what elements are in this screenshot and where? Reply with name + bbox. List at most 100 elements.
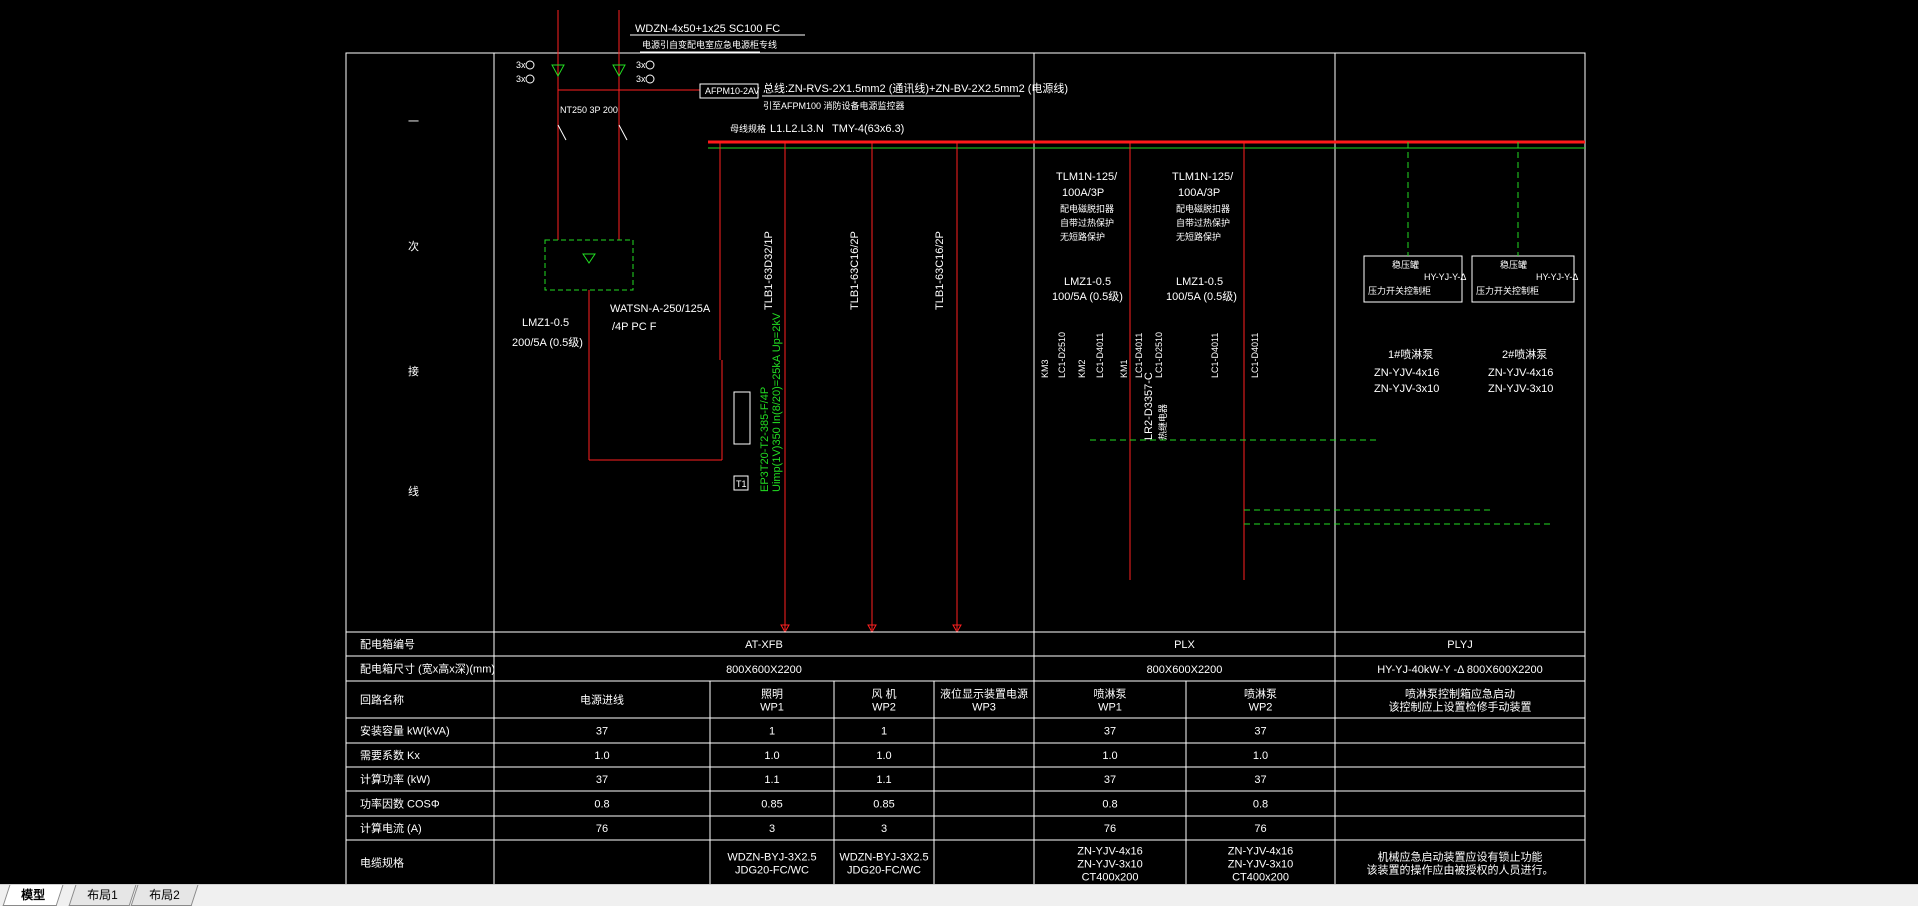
table-cell-cable: WDZN-BYJ-3X2.5 — [727, 852, 816, 864]
table-cell-power: 37 — [596, 774, 608, 786]
mid-lc-b3: LC1-D4011 — [1250, 333, 1260, 378]
box2-title: 稳压罐 — [1500, 259, 1527, 270]
table-row-label: 电缆规格 — [360, 856, 404, 870]
table-cell-current: 76 — [596, 823, 608, 835]
drawing-frame — [345, 52, 1586, 884]
table-row-label: 计算功率 (kW) — [360, 772, 430, 786]
incoming-cable-note: 电源引自变配电室应急电源柜专线 — [642, 39, 777, 50]
table-row-label: 需要系数 Kx — [360, 749, 420, 762]
table-panel-id: AT-XFB — [745, 639, 783, 651]
table-row-label: 安装容量 kW(kVA) — [360, 724, 450, 738]
table-cell-circuit_names: WP3 — [972, 702, 996, 714]
mid-lc3: LC1-D4011 — [1134, 333, 1144, 378]
tab-layout-2[interactable]: 布局2 — [130, 885, 199, 906]
pump2: 2#喷淋泵 — [1502, 348, 1547, 361]
table-row-label: 配电箱尺寸 (宽x高x深)(mm) — [360, 662, 495, 676]
right-panel: 稳压罐 HY-YJ-Y-Δ 压力开关控制柜 稳压罐 HY-YJ-Y-Δ 压力开关… — [1090, 142, 1578, 525]
table-panel-id: PLX — [1174, 639, 1195, 651]
table-cell-circuit_names: WP1 — [760, 702, 784, 714]
table-cell-power: 1.1 — [764, 774, 779, 786]
table-cell-kx: 1.0 — [1102, 750, 1117, 762]
mid-lr: LR2-D3357-C — [1143, 372, 1155, 440]
afpm-line-1: 总线:ZN-RVS-2X1.5mm2 (通讯线)+ZN-BV-2X2.5mm2 … — [763, 81, 1068, 95]
table-cell-kx: 1.0 — [1253, 750, 1268, 762]
cad-drawing-canvas[interactable]: 一 次 接 线 WDZN-4x50+1x25 SC100 FC 电源引自变配电室… — [0, 0, 1918, 884]
table-cell-cable: JDG20-FC/WC — [735, 865, 809, 877]
mid-brk2: TLM1N-125/ — [1172, 171, 1234, 183]
tab-model[interactable]: 模型 — [2, 885, 64, 906]
table-cell-current: 3 — [769, 823, 775, 835]
table-cell-cable: 该装置的操作应由被授权的人员进行。 — [1367, 863, 1554, 877]
table-cell-circuit_names: WP2 — [872, 702, 896, 714]
tab-model-label: 模型 — [21, 888, 46, 902]
mid-lc1: LC1-D2510 — [1057, 332, 1067, 378]
table-panel-size: 800X600X2200 — [726, 664, 802, 676]
table-cell-circuit_names: 该控制应上设置检修手动装置 — [1389, 700, 1532, 714]
tab-layout-1[interactable]: 布局1 — [68, 885, 137, 906]
bus-prefix-label: 母线规格 — [730, 123, 766, 134]
table-cell-cable: ZN-YJV-3x10 — [1077, 859, 1142, 871]
ats-label: WATSN-A-250/125A — [610, 303, 711, 315]
mid-brk2d: 自带过热保护 — [1176, 217, 1230, 228]
table-cell-circuit_names: WP1 — [1098, 702, 1122, 714]
table-cell-circuit_names: 喷淋泵 — [1244, 688, 1277, 701]
table-row-label: 功率因数 COSΦ — [360, 797, 440, 811]
table-cell-circuit_names: 喷淋泵控制箱应急启动 — [1405, 687, 1515, 701]
ct-label-right-2: 3x — [636, 74, 646, 84]
afpm-line-2: 引至AFPM100 消防设备电源监控器 — [763, 100, 905, 111]
table-cell-circuit_names: 风 机 — [871, 687, 896, 701]
table-cell-power: 37 — [1254, 774, 1266, 786]
mid-brk1c: 配电磁脱扣器 — [1060, 203, 1114, 214]
table-cell-capacity: 1 — [881, 726, 887, 738]
table-cell-capacity: 37 — [1254, 726, 1266, 738]
table-panel-size: HY-YJ-40kW-Y -Δ 800X600X2200 — [1377, 664, 1543, 676]
table-row-label: 回路名称 — [360, 693, 404, 707]
box2-note: 压力开关控制柜 — [1476, 285, 1539, 296]
table-cell-circuit_names: 液位显示装置电源 — [940, 687, 1028, 701]
pump1: 1#喷淋泵 — [1388, 348, 1433, 361]
ct-label-left-1: 3x — [516, 60, 526, 70]
main-breaker-label: NT250 3P 200 — [560, 105, 618, 115]
pump1-cable-a: ZN-YJV-4x16 — [1374, 367, 1439, 379]
table-cell-current: 76 — [1104, 823, 1116, 835]
mid-ct2: LMZ1-0.5 — [1176, 276, 1223, 288]
mid-brk1d: 自带过热保护 — [1060, 217, 1114, 228]
mid-brk2b: 100A/3P — [1178, 187, 1220, 199]
mid-km3: KM3 — [1040, 359, 1050, 378]
table-cell-kx: 1.0 — [764, 750, 779, 762]
table-panel-id: PLYJ — [1447, 639, 1472, 651]
ct-label-2: 200/5A (0.5级) — [512, 336, 583, 349]
layout-tab-bar: 模型 布局1 布局2 — [0, 884, 1918, 906]
mid-brk1: TLM1N-125/ — [1056, 171, 1118, 183]
mid-panel: TLM1N-125/ 100A/3P 配电磁脱扣器 自带过热保护 无短路保护 T… — [1040, 142, 1260, 580]
spd-label-2: Uimp(1V)350 In(8/20)=25kA Up=2kV — [771, 312, 783, 492]
incoming-cable-label: WDZN-4x50+1x25 SC100 FC — [635, 23, 780, 35]
table-cell-cos: 0.85 — [761, 799, 782, 811]
spd-box-label: T1 — [736, 479, 747, 489]
pump1-cable-b: ZN-YJV-3x10 — [1374, 383, 1439, 395]
spd-label: EP3T20-T2-385-F/4P — [759, 387, 771, 492]
branch-3-breaker: TLB1-63C16/2P — [934, 231, 946, 310]
bus-spec-label: TMY-4(63x6.3) — [832, 123, 904, 135]
ct-label: LMZ1-0.5 — [522, 317, 569, 329]
table-cell-current: 3 — [881, 823, 887, 835]
branch-2-breaker: TLB1-63C16/2P — [849, 231, 861, 310]
table-cell-circuit_names: 电源进线 — [580, 693, 624, 707]
schematic-svg[interactable]: 一 次 接 线 WDZN-4x50+1x25 SC100 FC 电源引自变配电室… — [0, 0, 1918, 884]
table-cell-power: 1.1 — [876, 774, 891, 786]
mid-lc2: LC1-D4011 — [1095, 333, 1105, 378]
table-cell-cable: CT400x200 — [1232, 872, 1289, 884]
mid-ct2b: 100/5A (0.5级) — [1166, 290, 1237, 303]
side-label-3: 接 — [408, 365, 419, 378]
mid-lr2: 热继电器 — [1157, 404, 1168, 440]
table-cell-cos: 0.8 — [1102, 799, 1117, 811]
mid-km2: KM2 — [1077, 359, 1087, 378]
side-label-4: 线 — [408, 484, 419, 498]
afpm-box-label: AFPM10-2AV — [705, 86, 759, 96]
table-cell-power: 37 — [1104, 774, 1116, 786]
pump2-cable-b: ZN-YJV-3x10 — [1488, 383, 1553, 395]
table-cell-cable: CT400x200 — [1082, 872, 1139, 884]
table-cell-capacity: 1 — [769, 726, 775, 738]
table-cell-cable: 机械应急启动装置应设有锁止功能 — [1378, 850, 1543, 864]
